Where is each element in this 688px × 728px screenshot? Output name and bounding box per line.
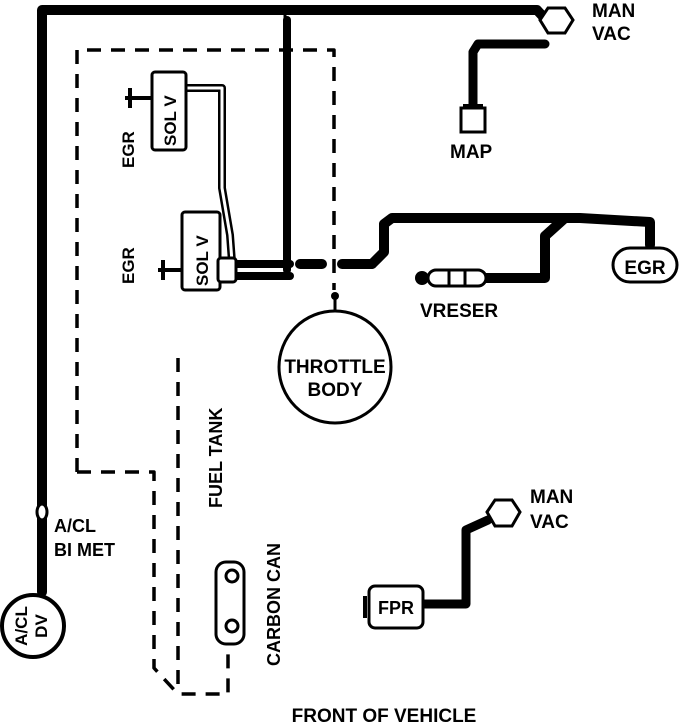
fpr-label: FPR: [378, 598, 414, 618]
throttle-body-label-1: THROTTLE: [284, 357, 385, 378]
man-vac-top-fitting: [538, 6, 575, 35]
egr-solenoid-lower: SOL V: [158, 210, 238, 292]
throttle-body: [277, 292, 393, 425]
carbon-can-label: CARBON CAN: [264, 543, 284, 666]
sol-v-upper-label: SOL V: [161, 95, 180, 146]
vapor-line-to-can: [77, 470, 230, 696]
vreser-label: VRESER: [420, 301, 498, 322]
man-vac-top-label-1: MAN: [592, 1, 635, 22]
sol-v-lower-label: SOL V: [193, 235, 212, 286]
man-vac-bottom-label-2: VAC: [530, 512, 569, 533]
front-of-vehicle-label: FRONT OF VEHICLE: [292, 706, 477, 727]
egr-solenoid-upper: SOL V: [125, 70, 188, 152]
acl-bimet-label-1: A/CL: [54, 516, 96, 536]
egr-valve-label: EGR: [624, 258, 665, 279]
hose-map: [468, 39, 550, 109]
fuel-tank-label: FUEL TANK: [206, 408, 226, 508]
hose-egr-valve: [367, 213, 655, 269]
hose-solv-upper-inner: [184, 86, 234, 264]
vapor-line-loop: [75, 48, 336, 472]
throttle-body-label-2: BODY: [308, 380, 363, 401]
vacuum-reservoir: [415, 268, 488, 288]
carbon-canister: [214, 560, 246, 646]
acl-bimet-fitting: [35, 502, 49, 522]
acl-bimet-label-2: BI MET: [54, 540, 115, 560]
man-vac-bottom-fitting: [485, 498, 522, 528]
acl-dv: [0, 593, 66, 659]
egr-upper-label: EGR: [119, 131, 138, 168]
acl-dv-label-1: A/CL: [12, 606, 31, 646]
acl-dv-label-2: DV: [32, 614, 51, 638]
map-sensor: [459, 104, 487, 134]
man-vac-top-label-2: VAC: [592, 24, 631, 45]
man-vac-bottom-label-1: MAN: [530, 487, 573, 508]
map-label: MAP: [450, 142, 493, 163]
fuel-pressure-regulator: [363, 584, 425, 630]
hose-vreser: [481, 213, 570, 283]
hose-fpr: [418, 515, 493, 609]
egr-valve: EGR: [611, 246, 679, 284]
egr-lower-label: EGR: [119, 247, 138, 284]
